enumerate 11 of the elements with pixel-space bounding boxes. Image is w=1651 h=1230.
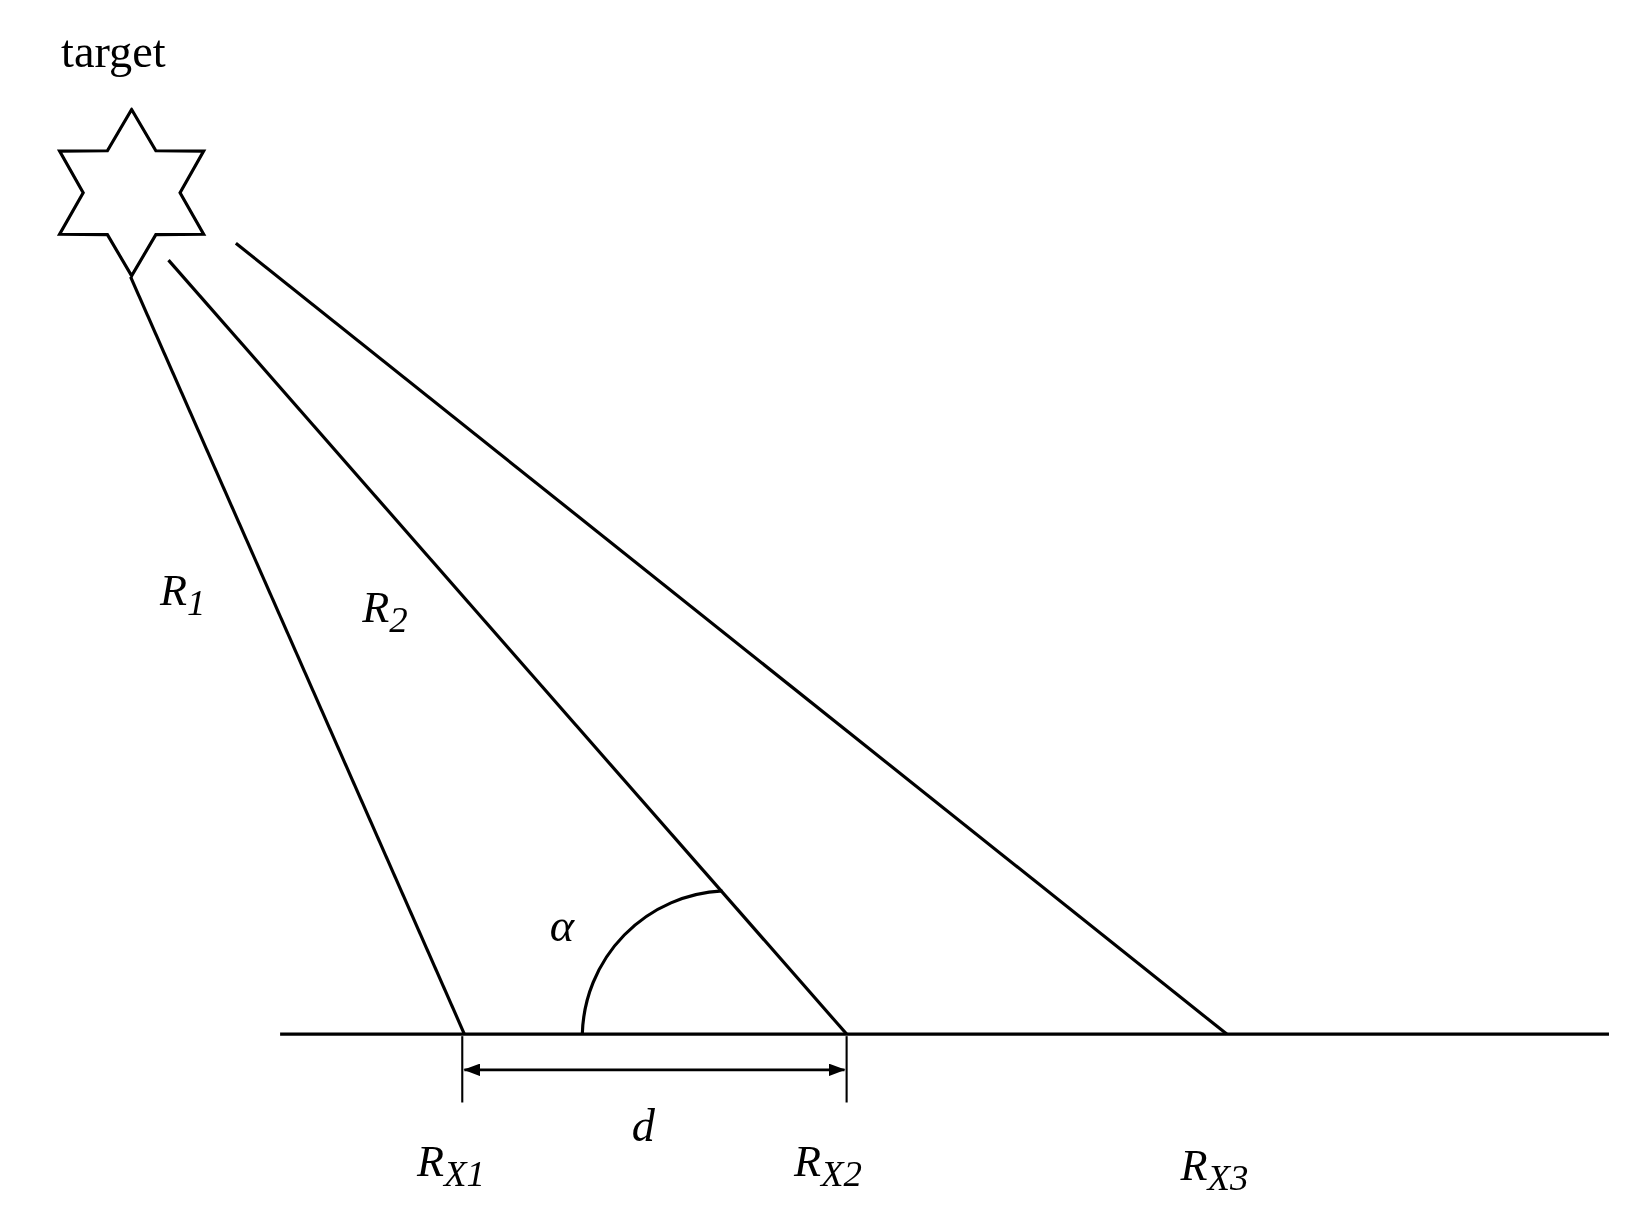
receiver-label: R$_{X1}$ [417,1139,485,1193]
edge-label: R$_{2}$ [362,585,408,639]
receiver-label: R$_{X3}$ [1180,1143,1249,1197]
receiver-label: R$_{X2}$ [793,1139,862,1193]
target-label: target [61,29,166,76]
connector-line [234,242,1228,1036]
edge-label: R$_{1}$ [160,568,206,622]
angle-label: α [549,903,574,950]
connector-line [167,259,848,1036]
connector-line [129,276,466,1035]
dimension-label: d [631,1103,655,1150]
